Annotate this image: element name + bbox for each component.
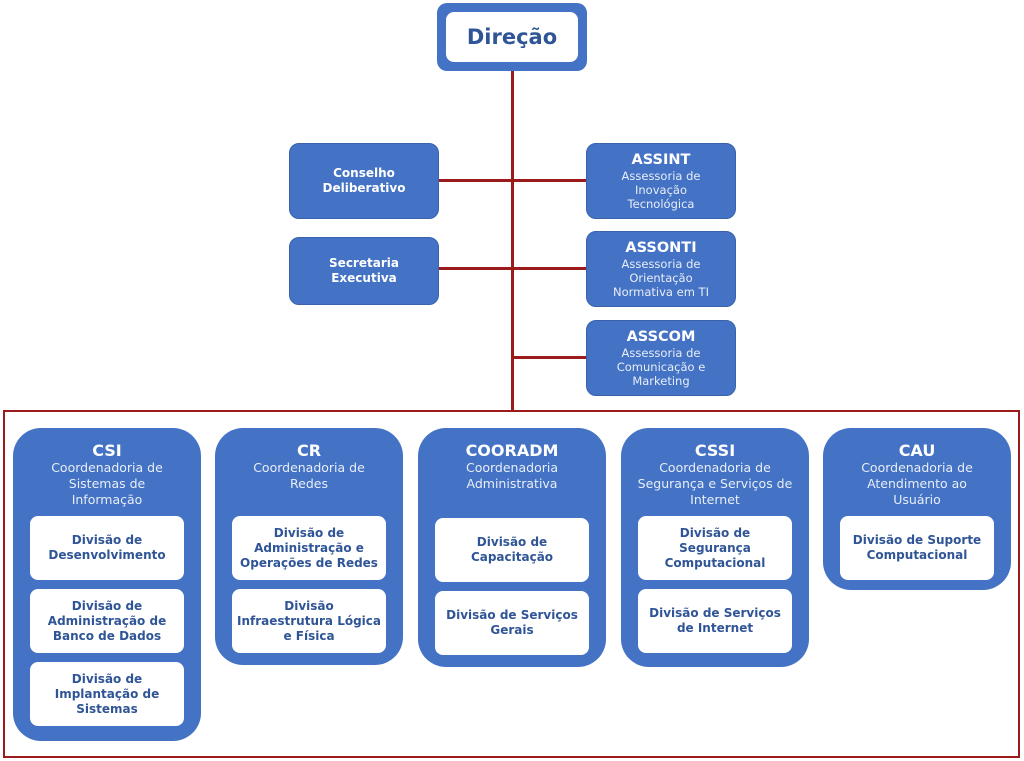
coord-cr-desc: Coordenadoria de Redes — [253, 460, 365, 491]
coord-cssi-desc: Coordenadoria de Segurança e Serviços de… — [637, 460, 793, 507]
division-implantacao-sistemas[interactable]: Divisão de Implantação de Sistemas — [30, 662, 184, 726]
division-suporte-computacional[interactable]: Divisão de Suporte Computacional — [840, 516, 994, 580]
assint-abbr: ASSINT — [631, 151, 691, 168]
coord-cooradm-abbr: COORADM — [465, 441, 559, 460]
direcao-box[interactable]: Direção — [437, 3, 587, 71]
assint-box[interactable]: ASSINT Assessoria de Inovação Tecnológic… — [586, 143, 736, 219]
division-banco-de-dados[interactable]: Divisão de Administração de Banco de Dad… — [30, 589, 184, 653]
coord-cr-abbr: CR — [296, 441, 322, 460]
assonti-box[interactable]: ASSONTI Assessoria de Orientação Normati… — [586, 231, 736, 307]
coord-cooradm-desc: Coordenadoria Administrativa — [465, 460, 558, 491]
division-operacoes-redes[interactable]: Divisão de Administração e Operações de … — [232, 516, 386, 580]
assonti-abbr: ASSONTI — [625, 239, 697, 256]
conselho-deliberativo-box[interactable]: Conselho Deliberativo — [289, 143, 439, 219]
asscom-abbr: ASSCOM — [626, 328, 696, 345]
coord-cau-abbr: CAU — [898, 441, 936, 460]
division-servicos-gerais[interactable]: Divisão de Serviços Gerais — [435, 591, 589, 655]
coord-cau-desc: Coordenadoria de Atendimento ao Usuário — [861, 460, 973, 507]
main-trunk-line — [511, 70, 514, 412]
coord-cr[interactable]: CR Coordenadoria de Redes Divisão de Adm… — [215, 428, 403, 665]
asscom-desc: Assessoria de Comunicação e Marketing — [616, 345, 706, 388]
division-infraestrutura[interactable]: Divisão Infraestrutura Lógica e Física — [232, 589, 386, 653]
division-desenvolvimento[interactable]: Divisão de Desenvolvimento — [30, 516, 184, 580]
assint-desc: Assessoria de Inovação Tecnológica — [621, 168, 701, 211]
secretaria-executiva-label: Secretaria Executiva — [329, 256, 399, 285]
assonti-desc: Assessoria de Orientação Normativa em TI — [613, 256, 709, 299]
coord-cssi[interactable]: CSSI Coordenadoria de Segurança e Serviç… — [621, 428, 809, 667]
asscom-box[interactable]: ASSCOM Assessoria de Comunicação e Marke… — [586, 320, 736, 396]
division-capacitacao[interactable]: Divisão de Capacitação — [435, 518, 589, 582]
conselho-deliberativo-label: Conselho Deliberativo — [322, 166, 406, 195]
coord-csi[interactable]: CSI Coordenadoria de Sistemas de Informa… — [13, 428, 201, 741]
division-seguranca-computacional[interactable]: Divisão de Segurança Computacional — [638, 516, 792, 580]
secretaria-executiva-box[interactable]: Secretaria Executiva — [289, 237, 439, 305]
coord-cooradm[interactable]: COORADM Coordenadoria Administrativa Div… — [418, 428, 606, 667]
connector-asscom — [511, 356, 587, 359]
coord-csi-desc: Coordenadoria de Sistemas de Informação — [51, 460, 163, 507]
division-servicos-internet[interactable]: Divisão de Serviços de Internet — [638, 589, 792, 653]
coord-cssi-abbr: CSSI — [694, 441, 736, 460]
direcao-label: Direção — [446, 12, 578, 62]
coordinations-frame — [3, 410, 1020, 758]
connector-secretaria-assonti — [437, 267, 587, 270]
coord-csi-abbr: CSI — [92, 441, 122, 460]
connector-conselho-assint — [437, 179, 587, 182]
coord-cau[interactable]: CAU Coordenadoria de Atendimento ao Usuá… — [823, 428, 1011, 590]
